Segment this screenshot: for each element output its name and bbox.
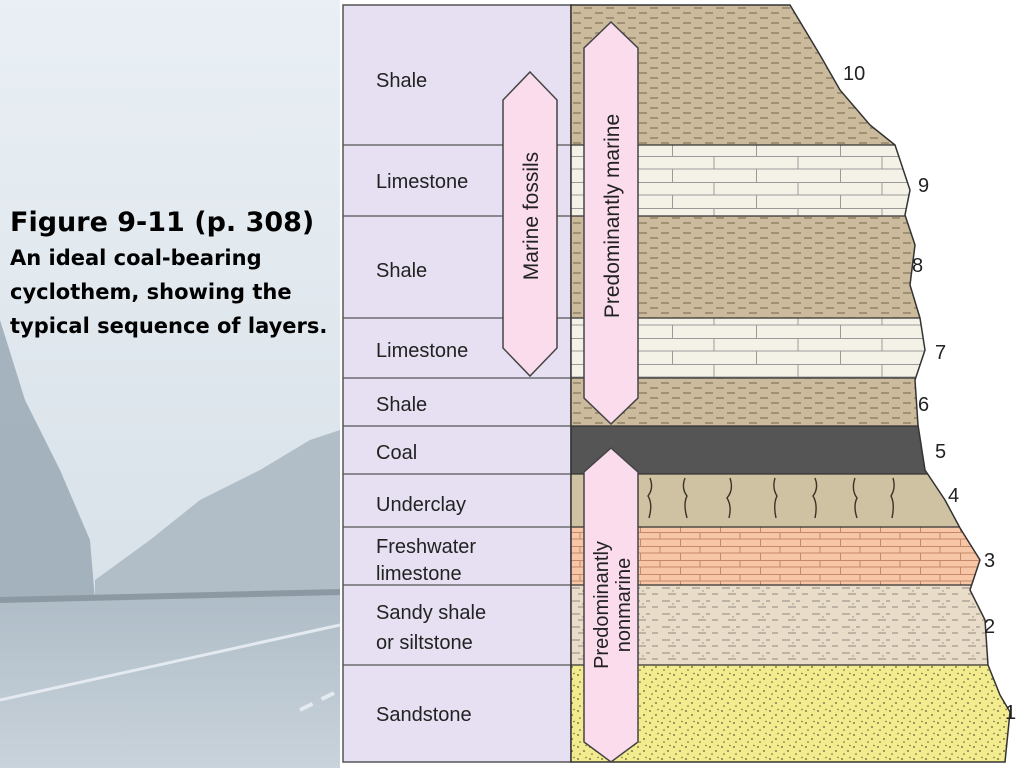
highway-road <box>0 590 340 768</box>
weathered-profile-outline <box>570 4 1011 763</box>
label-layer-1: Sandstone <box>376 704 472 726</box>
number-layer-8: 8 <box>912 255 923 277</box>
number-layer-1: 1 <box>1005 702 1016 724</box>
figure-title: Figure 9-11 (p. 308) <box>10 207 315 238</box>
hillside-right <box>95 430 340 610</box>
number-layer-5: 5 <box>935 441 946 463</box>
number-layer-6: 6 <box>918 394 929 416</box>
layer-3-freshwater-limestone <box>571 527 1010 585</box>
label-layer-3-line2: limestone <box>376 563 462 585</box>
label-layer-2-line1: Sandy shale <box>376 602 486 624</box>
predominantly-nonmarine-label-2: nonmarine <box>613 558 635 653</box>
guard-rail <box>0 589 341 603</box>
label-layer-9: Limestone <box>376 171 468 193</box>
layer-numbers: 10 9 8 7 6 5 4 3 2 1 <box>843 63 1016 724</box>
number-layer-4: 4 <box>948 485 959 507</box>
label-layer-4: Underclay <box>376 494 466 516</box>
root-traces <box>647 477 895 519</box>
number-layer-7: 7 <box>935 342 946 364</box>
label-layer-7: Limestone <box>376 340 468 362</box>
cyclothem-diagram: Marine fossils Predominantly marine Pred… <box>342 4 1016 763</box>
label-layer-6: Shale <box>376 394 427 416</box>
label-layer-8: Shale <box>376 260 427 282</box>
predominantly-nonmarine-label-1: Predominantly <box>591 541 613 669</box>
layer-1-pattern <box>571 665 1010 762</box>
predominantly-marine-label: Predominantly marine <box>601 114 624 318</box>
lane-line <box>0 623 341 702</box>
number-layer-3: 3 <box>984 550 995 572</box>
predominantly-marine-arrow <box>583 20 639 426</box>
layer-2-pattern <box>571 585 1010 665</box>
label-layer-10: Shale <box>376 70 427 92</box>
figure-description: An ideal coal-bearing cyclothem, showing… <box>10 246 328 338</box>
marine-fossils-arrow <box>502 70 558 378</box>
layer-5-coal <box>571 426 1010 474</box>
label-layer-5: Coal <box>376 442 417 464</box>
number-layer-10: 10 <box>843 63 865 85</box>
number-layer-9: 9 <box>918 175 929 197</box>
label-layer-2-line2: or siltstone <box>376 632 473 654</box>
marine-fossils-label: Marine fossils <box>520 152 543 280</box>
predominantly-nonmarine-arrow <box>583 446 639 763</box>
figure-caption: Figure 9-11 (p. 308) An ideal coal-beari… <box>10 205 330 343</box>
lane-dash <box>299 688 341 712</box>
label-layer-3-line1: Freshwater <box>376 536 476 558</box>
number-layer-2: 2 <box>984 616 995 638</box>
cliff-left <box>0 320 95 620</box>
layer-labels: Shale Limestone Shale Limestone Shale Co… <box>376 70 486 726</box>
